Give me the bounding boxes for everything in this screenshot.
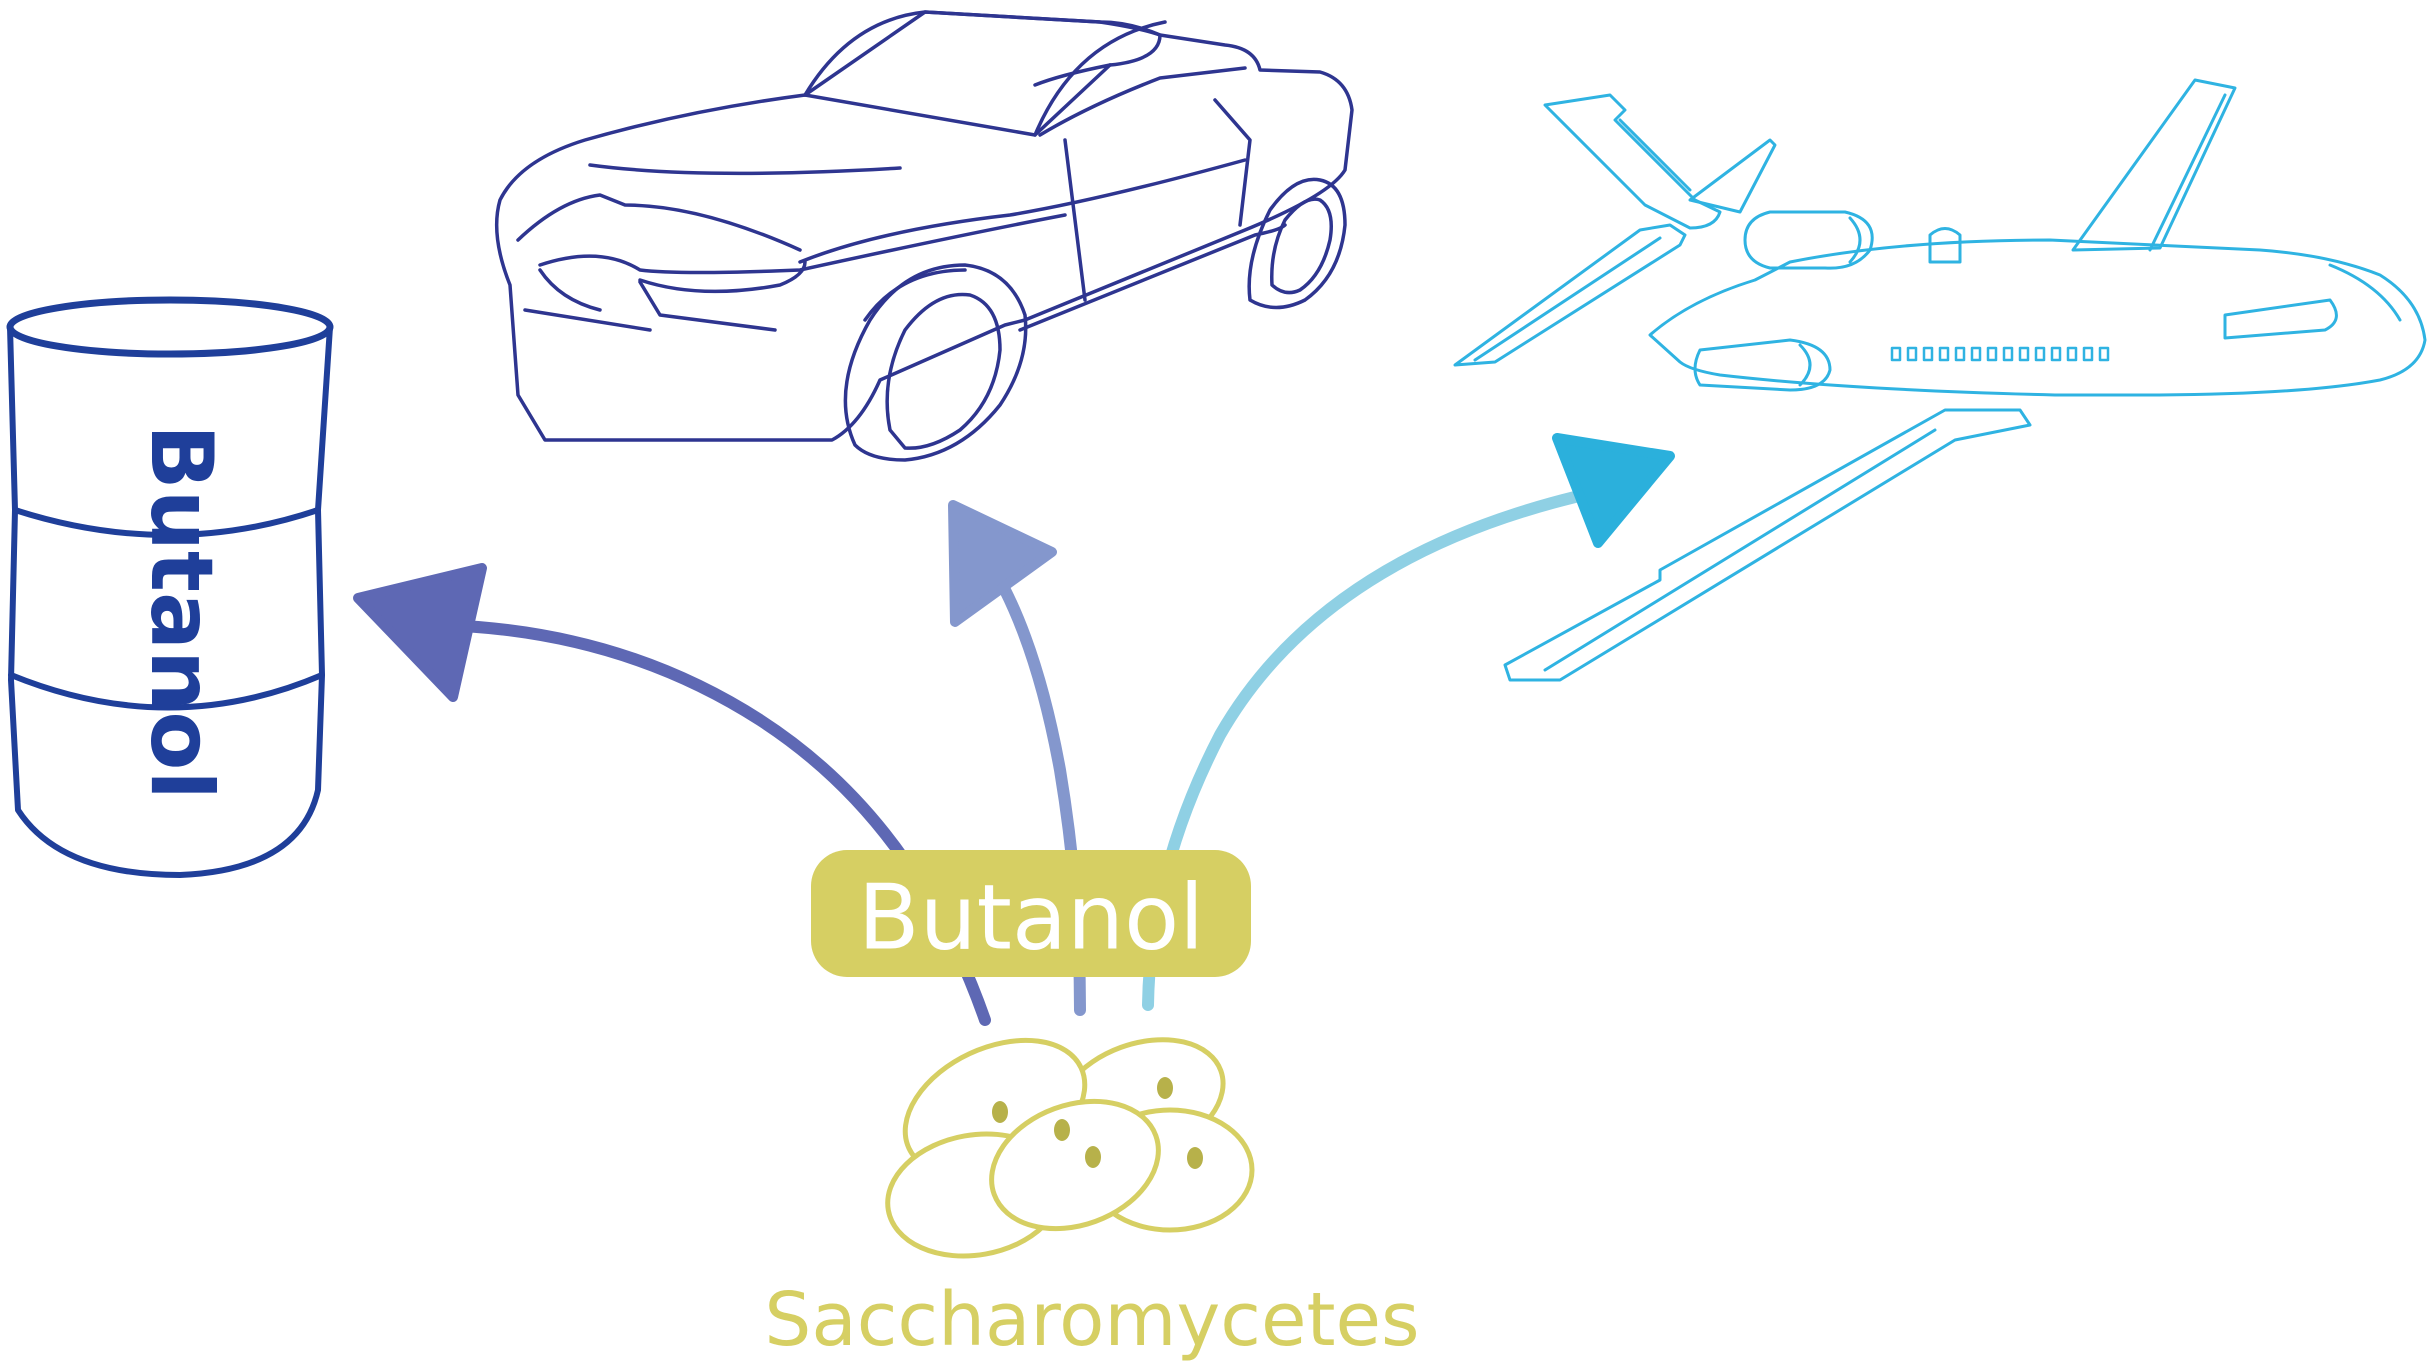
barrel-label: Butanol — [131, 424, 231, 800]
yeast-cells-icon — [885, 1037, 1255, 1259]
window-row — [1890, 346, 2110, 362]
badge-label: Butanol — [858, 866, 1204, 971]
butanol-badge: Butanol — [811, 850, 1251, 977]
fuel-barrel-icon: Butanol — [6, 296, 334, 878]
organism-label: Saccharomycetes — [764, 1277, 1419, 1363]
arrowhead-car — [948, 500, 1057, 627]
arrowhead-plane — [1552, 433, 1675, 548]
jet-plane-icon — [1453, 78, 2427, 682]
arrowhead-barrel — [353, 563, 487, 702]
yeast-nuclei — [992, 1077, 1203, 1169]
car-icon — [494, 10, 1354, 462]
